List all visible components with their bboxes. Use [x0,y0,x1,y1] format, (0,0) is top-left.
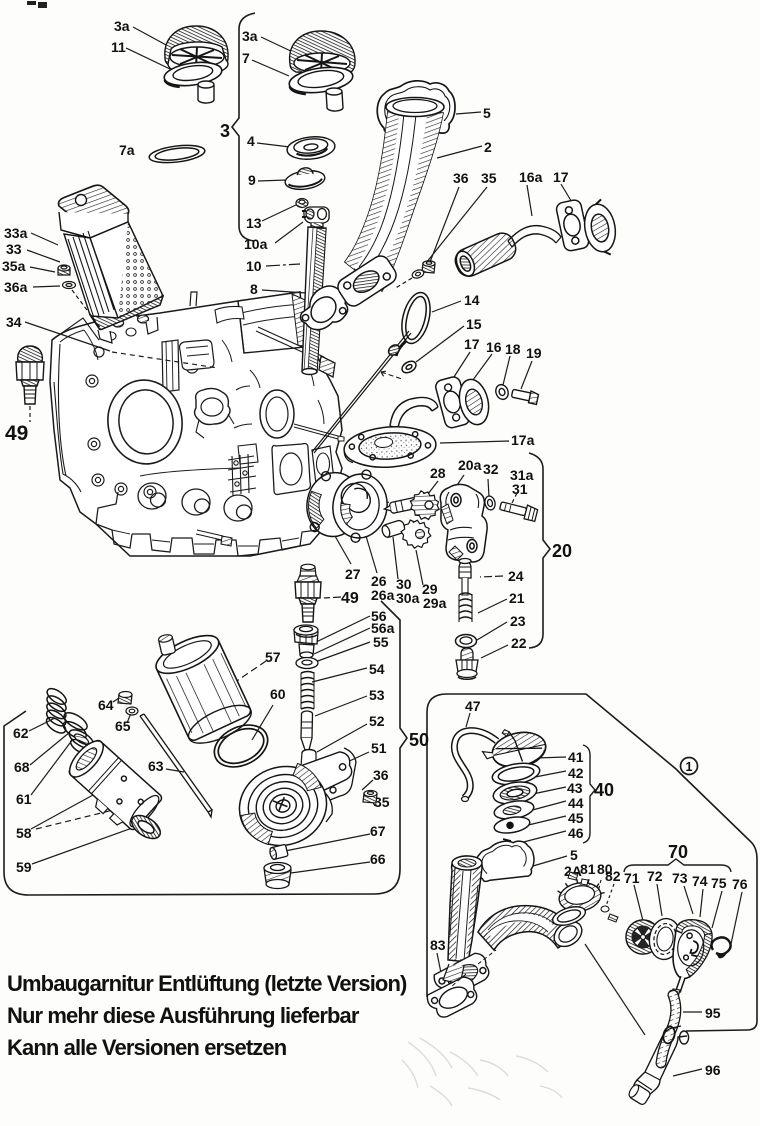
svg-text:36: 36 [453,170,469,186]
svg-text:16a: 16a [519,169,543,185]
svg-text:7a: 7a [119,142,135,158]
svg-text:64: 64 [98,697,114,713]
svg-text:51: 51 [371,740,387,756]
svg-text:5: 5 [483,105,491,121]
svg-text:57: 57 [265,649,281,665]
svg-text:1: 1 [686,760,693,774]
svg-text:35: 35 [374,794,390,810]
svg-text:20a: 20a [458,457,482,473]
svg-text:44: 44 [568,795,584,811]
svg-text:31a: 31a [510,467,534,483]
svg-text:82: 82 [605,868,621,884]
svg-text:17a: 17a [511,432,535,448]
svg-text:65: 65 [115,718,131,734]
svg-text:36a: 36a [4,279,28,295]
svg-text:17: 17 [464,336,480,352]
svg-text:80: 80 [597,861,613,877]
svg-text:68: 68 [14,759,30,775]
svg-text:Kann alle Versionen ersetzen: Kann alle Versionen ersetzen [7,1035,287,1060]
svg-text:3a: 3a [114,18,130,34]
svg-text:56a: 56a [371,620,395,636]
svg-text:50: 50 [409,730,429,750]
svg-text:5: 5 [570,847,578,863]
svg-text:33: 33 [6,241,22,257]
svg-text:2: 2 [484,139,492,155]
svg-text:73: 73 [672,870,688,886]
svg-text:30a: 30a [396,590,420,606]
svg-text:72: 72 [647,868,663,884]
svg-text:52: 52 [369,713,385,729]
svg-text:20: 20 [552,541,572,561]
svg-text:76: 76 [732,876,748,892]
svg-text:26a: 26a [371,587,395,603]
svg-text:17: 17 [553,169,569,185]
svg-text:26: 26 [371,573,387,589]
svg-text:10a: 10a [244,236,268,252]
svg-text:66: 66 [370,851,386,867]
svg-text:43: 43 [567,780,583,796]
svg-text:18: 18 [505,341,521,357]
svg-text:3: 3 [220,121,230,141]
svg-text:83: 83 [430,937,446,953]
svg-text:42: 42 [568,765,584,781]
svg-text:71: 71 [624,870,640,886]
svg-text:32: 32 [483,461,499,477]
svg-text:49: 49 [341,590,359,607]
svg-text:3a: 3a [242,28,258,44]
svg-text:15: 15 [466,316,482,332]
svg-text:54: 54 [369,661,385,677]
svg-text:35a: 35a [2,258,26,274]
svg-text:4: 4 [247,133,255,149]
svg-text:14: 14 [464,292,480,308]
svg-text:95: 95 [705,1005,721,1021]
svg-text:9: 9 [248,172,256,188]
svg-text:24: 24 [508,568,524,584]
svg-text:63: 63 [148,758,164,774]
svg-text:75: 75 [711,875,727,891]
svg-text:49: 49 [5,422,28,445]
svg-text:31: 31 [512,481,528,497]
svg-text:10: 10 [246,258,262,274]
svg-text:56: 56 [371,608,387,624]
svg-text:13: 13 [246,215,262,231]
svg-text:36: 36 [373,767,389,783]
svg-text:81: 81 [580,861,596,877]
svg-text:47: 47 [465,698,481,714]
svg-text:61: 61 [16,791,32,807]
svg-text:35: 35 [481,170,497,186]
svg-text:96: 96 [705,1062,721,1078]
svg-text:53: 53 [369,687,385,703]
svg-text:21: 21 [509,590,525,606]
svg-text:22: 22 [511,635,527,651]
svg-text:33a: 33a [4,225,28,241]
svg-text:74: 74 [692,873,708,889]
svg-text:40: 40 [594,780,614,800]
svg-text:58: 58 [16,825,32,841]
svg-text:29: 29 [422,581,438,597]
svg-text:30: 30 [396,576,412,592]
svg-text:27: 27 [345,566,361,582]
svg-text:7: 7 [242,50,250,66]
svg-text:67: 67 [370,823,386,839]
svg-text:45: 45 [568,810,584,826]
svg-text:Umbaugarnitur Entlüftung (letz: Umbaugarnitur Entlüftung (letzte Version… [7,971,407,996]
svg-text:55: 55 [373,634,389,650]
svg-text:Nur mehr diese Ausführung lief: Nur mehr diese Ausführung lieferbar [7,1003,360,1028]
svg-text:62: 62 [13,725,29,741]
svg-text:8: 8 [250,281,258,297]
svg-text:29a: 29a [423,595,447,611]
svg-text:11: 11 [111,39,126,55]
svg-text:60: 60 [270,686,286,702]
svg-text:28: 28 [430,465,446,481]
svg-text:19: 19 [526,345,542,361]
svg-text:41: 41 [568,749,584,765]
svg-text:46: 46 [568,825,584,841]
svg-text:23: 23 [510,613,526,629]
svg-text:16: 16 [486,339,502,355]
svg-text:70: 70 [668,842,688,862]
svg-text:34: 34 [6,314,22,330]
svg-text:59: 59 [16,859,32,875]
